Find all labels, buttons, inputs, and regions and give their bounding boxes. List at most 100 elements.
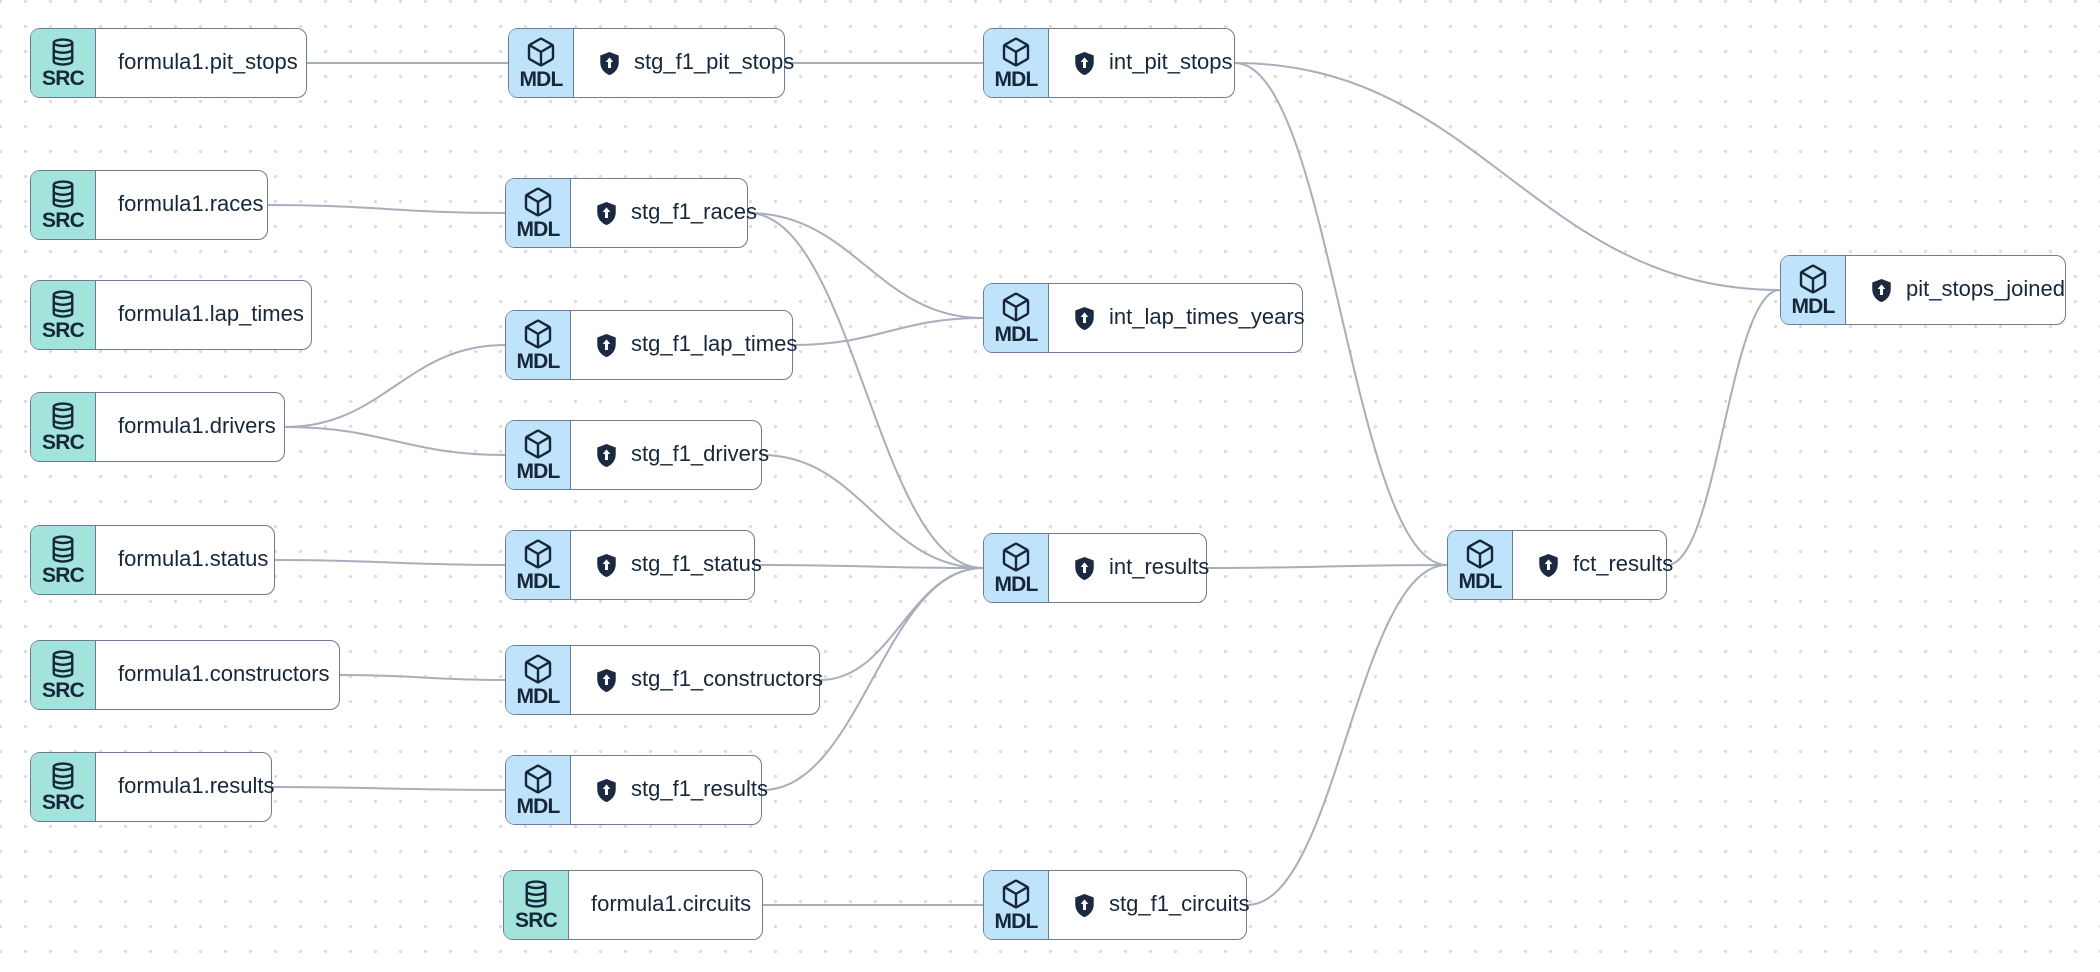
- edge-stg_status-int_results: [754, 564, 984, 569]
- cube-icon: [524, 764, 552, 794]
- model-badge: MDL: [506, 531, 571, 599]
- node-stg_f1_pit_stops[interactable]: MDL stg_f1_pit_stops: [508, 28, 794, 98]
- node-label: stg_f1_races: [631, 199, 757, 224]
- badge-label: MDL: [516, 685, 560, 708]
- model-badge: MDL: [1448, 531, 1513, 599]
- badge-label: SRC: [42, 431, 85, 454]
- badge-label: SRC: [42, 679, 85, 702]
- model-badge: MDL: [509, 29, 574, 97]
- node-label: fct_results: [1573, 551, 1674, 576]
- node-formula1.drivers[interactable]: SRC formula1.drivers: [30, 392, 285, 462]
- node-pit_stops_joined[interactable]: MDL pit_stops_joined: [1780, 255, 2066, 325]
- edge-int_pit_stops-pit_stops_joined: [1234, 62, 1781, 291]
- edge-stg_circuits-fct_results: [1246, 564, 1448, 906]
- edge-stg_races-int_results: [747, 212, 984, 569]
- node-body: stg_f1_constructors: [571, 646, 841, 714]
- model-badge: MDL: [506, 756, 571, 824]
- edge-int_results-fct_results: [1206, 564, 1448, 569]
- node-label: stg_f1_pit_stops: [634, 49, 795, 74]
- node-body: int_lap_times_years: [1049, 284, 1323, 352]
- model-badge: MDL: [506, 311, 571, 379]
- node-int_lap_times_years[interactable]: MDL int_lap_times_years: [983, 283, 1305, 353]
- node-int_results[interactable]: MDL int_results: [983, 533, 1210, 603]
- edge-src_drivers-stg_drivers: [284, 426, 506, 456]
- source-badge: SRC: [31, 526, 96, 594]
- source-badge: SRC: [504, 871, 569, 939]
- cube-icon: [524, 429, 552, 459]
- shield-icon: [597, 201, 616, 225]
- badge-label: SRC: [42, 67, 85, 90]
- cube-icon: [524, 319, 552, 349]
- node-body: stg_f1_races: [571, 179, 775, 247]
- node-body: stg_f1_drivers: [571, 421, 787, 489]
- model-badge: MDL: [506, 179, 571, 247]
- node-stg_f1_constructors[interactable]: MDL stg_f1_constructors: [505, 645, 823, 715]
- edge-fct_results-pit_stops_joined: [1666, 289, 1781, 566]
- cube-icon: [524, 654, 552, 684]
- node-label: formula1.results: [118, 773, 275, 798]
- node-body: stg_f1_results: [571, 756, 786, 824]
- shield-icon: [1075, 556, 1094, 580]
- cube-icon: [1002, 292, 1030, 322]
- node-formula1.status[interactable]: SRC formula1.status: [30, 525, 275, 595]
- node-body: int_pit_stops: [1049, 29, 1251, 97]
- model-badge: MDL: [984, 871, 1049, 939]
- node-stg_f1_races[interactable]: MDL stg_f1_races: [505, 178, 757, 248]
- model-badge: MDL: [984, 29, 1049, 97]
- cube-icon: [1002, 542, 1030, 572]
- badge-label: MDL: [1791, 295, 1835, 318]
- edge-stg_constructors-int_results: [819, 567, 984, 681]
- badge-label: MDL: [516, 460, 560, 483]
- node-stg_f1_results[interactable]: MDL stg_f1_results: [505, 755, 768, 825]
- database-icon: [52, 650, 74, 678]
- shield-icon: [597, 668, 616, 692]
- node-body: formula1.lap_times: [96, 281, 322, 349]
- badge-label: MDL: [516, 795, 560, 818]
- node-int_pit_stops[interactable]: MDL int_pit_stops: [983, 28, 1235, 98]
- source-badge: SRC: [31, 393, 96, 461]
- cube-icon: [524, 187, 552, 217]
- shield-icon: [600, 51, 619, 75]
- database-icon: [525, 880, 547, 908]
- node-label: int_results: [1109, 554, 1210, 579]
- cube-icon: [1002, 37, 1030, 67]
- model-badge: MDL: [984, 534, 1049, 602]
- shield-icon: [1539, 553, 1558, 577]
- node-stg_f1_status[interactable]: MDL stg_f1_status: [505, 530, 762, 600]
- shield-icon: [597, 333, 616, 357]
- node-label: formula1.drivers: [118, 413, 276, 438]
- node-label: stg_f1_results: [631, 776, 768, 801]
- node-body: formula1.races: [96, 171, 282, 239]
- database-icon: [52, 290, 74, 318]
- node-formula1.pit_stops[interactable]: SRC formula1.pit_stops: [30, 28, 307, 98]
- model-badge: MDL: [1781, 256, 1846, 324]
- node-stg_f1_circuits[interactable]: MDL stg_f1_circuits: [983, 870, 1250, 940]
- node-label: formula1.status: [118, 546, 269, 571]
- badge-label: SRC: [42, 564, 85, 587]
- node-body: formula1.status: [96, 526, 286, 594]
- database-icon: [52, 180, 74, 208]
- cube-icon: [524, 539, 552, 569]
- cube-icon: [1002, 879, 1030, 909]
- cube-icon: [527, 37, 555, 67]
- badge-label: MDL: [994, 323, 1038, 346]
- node-stg_f1_lap_times[interactable]: MDL stg_f1_lap_times: [505, 310, 797, 380]
- model-badge: MDL: [506, 421, 571, 489]
- node-stg_f1_drivers[interactable]: MDL stg_f1_drivers: [505, 420, 769, 490]
- cube-icon: [1466, 539, 1494, 569]
- node-label: formula1.pit_stops: [118, 49, 298, 74]
- badge-label: MDL: [994, 573, 1038, 596]
- shield-icon: [597, 443, 616, 467]
- model-badge: MDL: [506, 646, 571, 714]
- shield-icon: [1075, 893, 1094, 917]
- node-fct_results[interactable]: MDL fct_results: [1447, 530, 1673, 600]
- source-badge: SRC: [31, 29, 96, 97]
- node-label: stg_f1_constructors: [631, 666, 823, 691]
